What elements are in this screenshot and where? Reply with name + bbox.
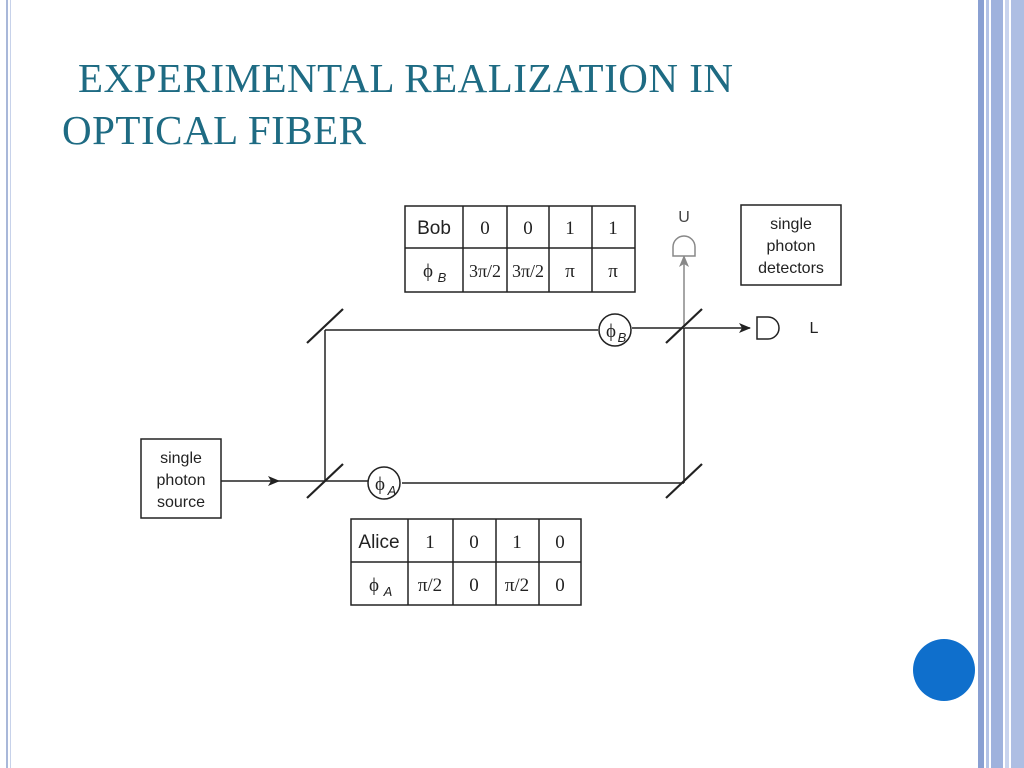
alice-table-header: Alice — [358, 532, 399, 553]
single-photon-detectors-box — [740, 204, 842, 286]
bob-bit-cell: 1 — [565, 218, 575, 239]
mirror-bottom-right — [665, 463, 703, 499]
phase-b-symbol: ϕ — [606, 321, 616, 342]
bob-table — [404, 205, 636, 293]
title-line-1: EXPERIMENTAL REALIZATION IN — [78, 55, 734, 101]
phase-modulator-a — [367, 466, 401, 500]
bob-bit-cell: 1 — [608, 218, 618, 239]
alice-phase-cell: 0 — [469, 575, 479, 596]
bob-bit-cell: 0 — [480, 218, 490, 239]
detectors-label-line: detectors — [758, 260, 824, 277]
detectors-label-line: photon — [767, 238, 816, 255]
phase-a-subscript: A — [387, 483, 397, 498]
alice-bit-cell: 1 — [425, 532, 435, 553]
alice-table — [350, 518, 582, 606]
detector-l-icon — [756, 316, 780, 340]
left-border — [6, 0, 8, 768]
phase-b-subscript: B — [618, 330, 627, 345]
detector-u-icon — [672, 235, 696, 257]
bob-phase-cell: π — [565, 261, 575, 282]
right-decor-bar — [1011, 0, 1024, 768]
bob-phase-cell: 3π/2 — [469, 261, 501, 281]
alice-bit-cell: 0 — [469, 532, 479, 553]
alice-phase-cell: π/2 — [418, 575, 442, 596]
navigation-circle-button[interactable] — [913, 639, 975, 701]
bob-bit-cell: 0 — [523, 218, 533, 239]
bob-table-frame — [404, 205, 636, 293]
source-label-line: photon — [157, 472, 206, 489]
beam-splitter-input — [306, 463, 344, 499]
bob-phase-header: ϕ — [423, 261, 433, 282]
slide-title: EXPERIMENTAL REALIZATION IN OPTICAL FIBE… — [62, 52, 942, 156]
right-decor-bar — [1005, 0, 1009, 768]
mirror-top-left — [306, 308, 344, 344]
phase-modulator-b — [598, 313, 632, 347]
detector-l-label: L — [810, 320, 819, 337]
source-label-line: source — [157, 494, 205, 511]
detector-u-label: U — [678, 209, 690, 226]
alice-phase-header-sub: A — [383, 584, 393, 599]
right-decor-bar — [991, 0, 1003, 768]
right-decor-bar — [986, 0, 989, 768]
bob-table-header: Bob — [417, 218, 451, 239]
source-label-line: single — [160, 450, 202, 467]
single-photon-source-box — [140, 438, 222, 519]
beam-splitter-output — [665, 308, 703, 344]
alice-phase-header: ϕ — [369, 575, 379, 596]
bob-phase-cell: π — [608, 261, 618, 282]
alice-phase-cell: 0 — [555, 575, 565, 596]
right-decor-bar — [978, 0, 984, 768]
bob-phase-cell: 3π/2 — [512, 261, 544, 281]
detectors-label-line: single — [770, 216, 812, 233]
left-border-inner — [10, 0, 11, 768]
title-line-2: OPTICAL FIBER — [62, 107, 367, 153]
phase-a-symbol: ϕ — [375, 474, 385, 495]
bob-phase-header-sub: B — [438, 270, 447, 285]
alice-bit-cell: 0 — [555, 532, 565, 553]
alice-bit-cell: 1 — [512, 532, 522, 553]
alice-phase-cell: π/2 — [505, 575, 529, 596]
